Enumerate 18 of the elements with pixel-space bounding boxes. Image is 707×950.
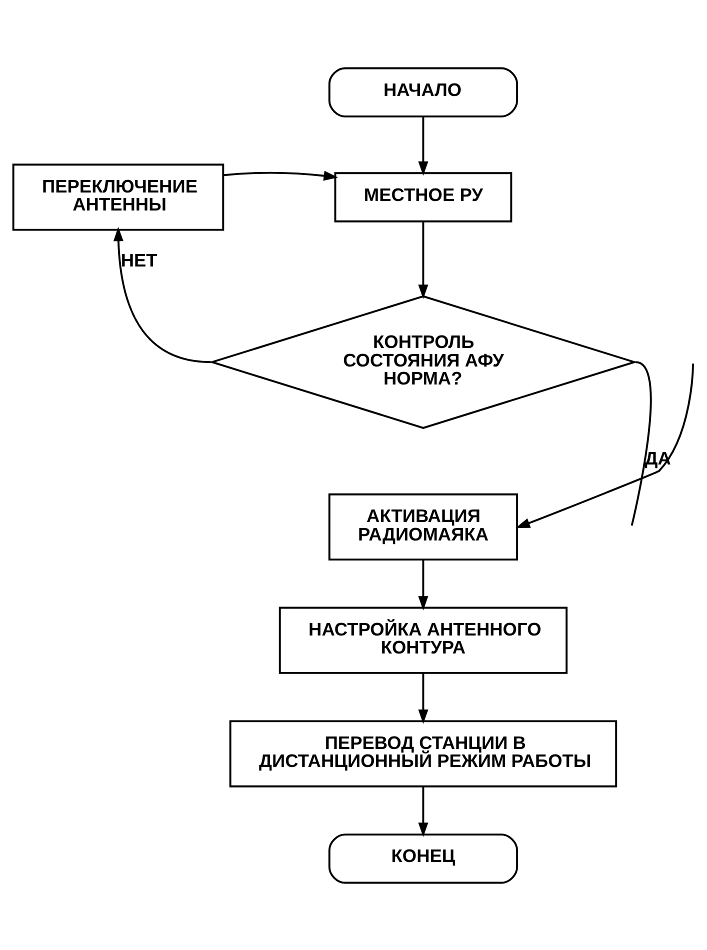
arrow <box>224 170 338 180</box>
node-box: ПЕРЕВОД СТАНЦИИ В ДИСТАНЦИОННЫЙ РЕЖИМ РАБОТЫ <box>229 720 618 787</box>
arrow <box>113 226 211 363</box>
arrow <box>418 786 428 836</box>
node-box: АКТИВАЦИЯ РАДИОМАЯКА <box>328 492 518 560</box>
arrow <box>516 363 694 528</box>
connector <box>630 360 652 526</box>
node-box: ПЕРЕКЛЮЧЕНИЕ АНТЕННЫ <box>12 163 224 230</box>
edge-label: НЕТ <box>120 249 158 270</box>
node-diamond: КОНТРОЛЬ СОСТОЯНИЯ АФУ НОРМА? <box>208 294 638 428</box>
node-box: МЕСТНОЕ РУ <box>334 172 512 222</box>
node-box: НАСТРОЙКА АНТЕННОГО КОНТУРА <box>278 606 568 674</box>
arrow <box>418 559 428 610</box>
node-box: НАЧАЛО <box>328 66 518 117</box>
arrow <box>418 220 428 298</box>
arrow <box>418 116 428 176</box>
node-box: КОНЕЦ <box>328 833 518 884</box>
arrow <box>418 672 428 724</box>
